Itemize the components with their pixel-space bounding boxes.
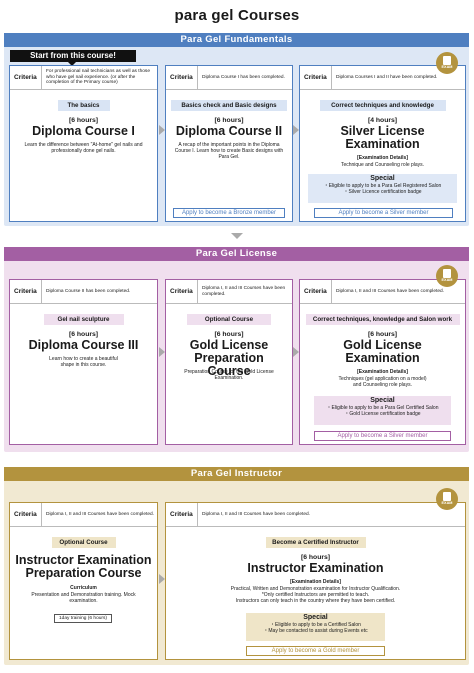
section-title: Para Gel Instructor bbox=[4, 467, 469, 481]
exam-card: Criteria Diploma Courses I and II have be… bbox=[299, 65, 466, 222]
special-box: Special ・Eligible to apply to be a Certi… bbox=[246, 613, 385, 641]
section-title: Para Gel License bbox=[4, 247, 469, 261]
apply-bronze-button[interactable]: Apply to become a Bronze member bbox=[173, 208, 285, 218]
course-tag: Basics check and Basic designs bbox=[171, 100, 287, 111]
exam-card: Criteria Diploma I, II and III Courses ha… bbox=[299, 279, 466, 445]
criteria-label: Criteria bbox=[10, 503, 42, 526]
criteria-text: Diploma Courses I and II have been compl… bbox=[336, 74, 438, 80]
exam-details-label: [Examination Details] bbox=[357, 369, 408, 375]
course-title: Diploma Course I bbox=[32, 124, 135, 138]
course-hours: [6 hours] bbox=[367, 331, 398, 338]
course-tag: Correct techniques, knowledge and Salon … bbox=[305, 314, 460, 325]
start-banner: Start from this course! bbox=[10, 50, 136, 62]
criteria-text: Diploma I, II and III Courses have been … bbox=[202, 286, 286, 297]
special-title: Special bbox=[303, 614, 328, 621]
course-title: Diploma Course II bbox=[175, 124, 283, 138]
course-description: Presentation and Demonstration training.… bbox=[31, 592, 136, 604]
course-title: Gold License Preparation Course bbox=[189, 338, 269, 378]
course-card: Criteria Diploma Course I has been comple… bbox=[165, 65, 293, 222]
criteria-label: Criteria bbox=[166, 280, 198, 303]
course-hours: [6 hours] bbox=[214, 331, 244, 338]
course-tag: Optional Course bbox=[51, 537, 116, 548]
criteria-text: Diploma Course II has been completed. bbox=[46, 288, 131, 294]
banner-pointer bbox=[68, 62, 76, 66]
page-title: para gel Courses bbox=[174, 7, 300, 24]
special-item: ・May be contacted to assist during Event… bbox=[263, 628, 368, 634]
course-tag: Gel nail sculpture bbox=[43, 314, 124, 325]
exam-icon: EXAM bbox=[436, 488, 458, 510]
exam-details: Instructors can only teach in the countr… bbox=[235, 598, 396, 604]
exam-icon: EXAM bbox=[436, 52, 458, 74]
course-tag: Become a Certified Instructor bbox=[265, 537, 366, 548]
training-badge: 1day training (6 hours) bbox=[54, 614, 112, 623]
course-card: Criteria Diploma I, II and III Courses ha… bbox=[9, 502, 158, 660]
course-hours: [6 hours] bbox=[68, 331, 99, 338]
exam-details: Techniques (gel application on a model) … bbox=[338, 376, 427, 388]
course-hours: [6 hours] bbox=[68, 117, 99, 124]
special-item: ・Eligible to apply to be a Para Gel Regi… bbox=[323, 183, 442, 189]
criteria-text: Diploma I, II and III Courses have been … bbox=[336, 288, 444, 294]
course-tag: Optional Course bbox=[187, 314, 271, 325]
arrow-down-icon bbox=[231, 233, 243, 239]
course-title: Instructor Examination Preparation Cours… bbox=[15, 553, 152, 580]
exam-details: Technique and Counseling role plays. bbox=[340, 162, 425, 168]
special-box: Special ・Eligible to apply to be a Para … bbox=[314, 396, 451, 425]
course-title: Instructor Examination bbox=[247, 561, 384, 575]
criteria-label: Criteria bbox=[166, 503, 198, 526]
criteria-label: Criteria bbox=[10, 280, 42, 303]
arrow-right-icon bbox=[159, 125, 165, 135]
course-hours: [6 hours] bbox=[300, 554, 331, 561]
special-item: ・Eligible to apply to be a Para Gel Cert… bbox=[326, 405, 439, 411]
exam-details: *Only certified Instructors are permitte… bbox=[261, 592, 370, 598]
criteria-text: For professional nail technicians as wel… bbox=[46, 69, 150, 86]
apply-silver-button[interactable]: Apply to become a Silver member bbox=[314, 431, 451, 441]
exam-icon: EXAM bbox=[436, 265, 458, 287]
criteria-label: Criteria bbox=[300, 280, 332, 303]
arrow-right-icon bbox=[293, 347, 299, 357]
course-title: Silver License Examination bbox=[340, 124, 425, 151]
criteria-text: Diploma Course I has been completed. bbox=[202, 74, 285, 80]
special-item: ・Eligible to apply to be a Certified Sal… bbox=[270, 622, 361, 628]
exam-card: Criteria Diploma I, II and III Courses ha… bbox=[165, 502, 466, 660]
arrow-right-icon bbox=[159, 347, 165, 357]
course-description: A recap of the important points in the D… bbox=[174, 142, 284, 160]
special-item: ・Silver Licence certification badge bbox=[343, 189, 422, 195]
arrow-right-icon bbox=[293, 125, 299, 135]
apply-silver-button[interactable]: Apply to become a Silver member bbox=[314, 208, 453, 218]
exam-details-label: [Examination Details] bbox=[290, 579, 341, 585]
curriculum-label: Curriculum bbox=[70, 585, 97, 591]
course-card: Criteria Diploma I, II and III Courses ha… bbox=[165, 279, 293, 445]
arrow-right-icon bbox=[159, 574, 165, 584]
criteria-text: Diploma I, II and III Courses have been … bbox=[46, 511, 154, 517]
course-description: Learn how to create a beautiful shape in… bbox=[49, 356, 118, 368]
exam-details-label: [Examination Details] bbox=[357, 155, 408, 161]
course-title: Diploma Course III bbox=[28, 338, 139, 352]
course-hours: [4 hours] bbox=[367, 117, 398, 124]
course-title: Gold License Examination bbox=[343, 338, 422, 365]
special-title: Special bbox=[370, 397, 395, 404]
special-box: Special ・Eligible to apply to be a Para … bbox=[308, 174, 457, 203]
exam-details: Practical, Written and Demonstration exa… bbox=[230, 586, 401, 592]
special-title: Special bbox=[370, 175, 395, 182]
criteria-label: Criteria bbox=[300, 66, 332, 89]
special-item: ・Gold License certification badge bbox=[344, 411, 421, 417]
criteria-text: Diploma I, II and III Courses have been … bbox=[202, 511, 310, 517]
course-description: Preparation Course for the Gold License … bbox=[184, 369, 274, 381]
section-title: Para Gel Fundamentals bbox=[4, 33, 469, 47]
course-tag: Correct techniques and knowledge bbox=[319, 100, 446, 111]
course-tag: The basics bbox=[57, 100, 110, 111]
criteria-label: Criteria bbox=[166, 66, 198, 89]
course-description: Learn the difference between "At-home" g… bbox=[24, 142, 143, 154]
criteria-label: Criteria bbox=[10, 66, 42, 89]
apply-gold-button[interactable]: Apply to become a Gold member bbox=[246, 646, 385, 656]
course-card: Criteria Diploma Course II has been compl… bbox=[9, 279, 158, 445]
course-hours: [6 hours] bbox=[214, 117, 244, 124]
